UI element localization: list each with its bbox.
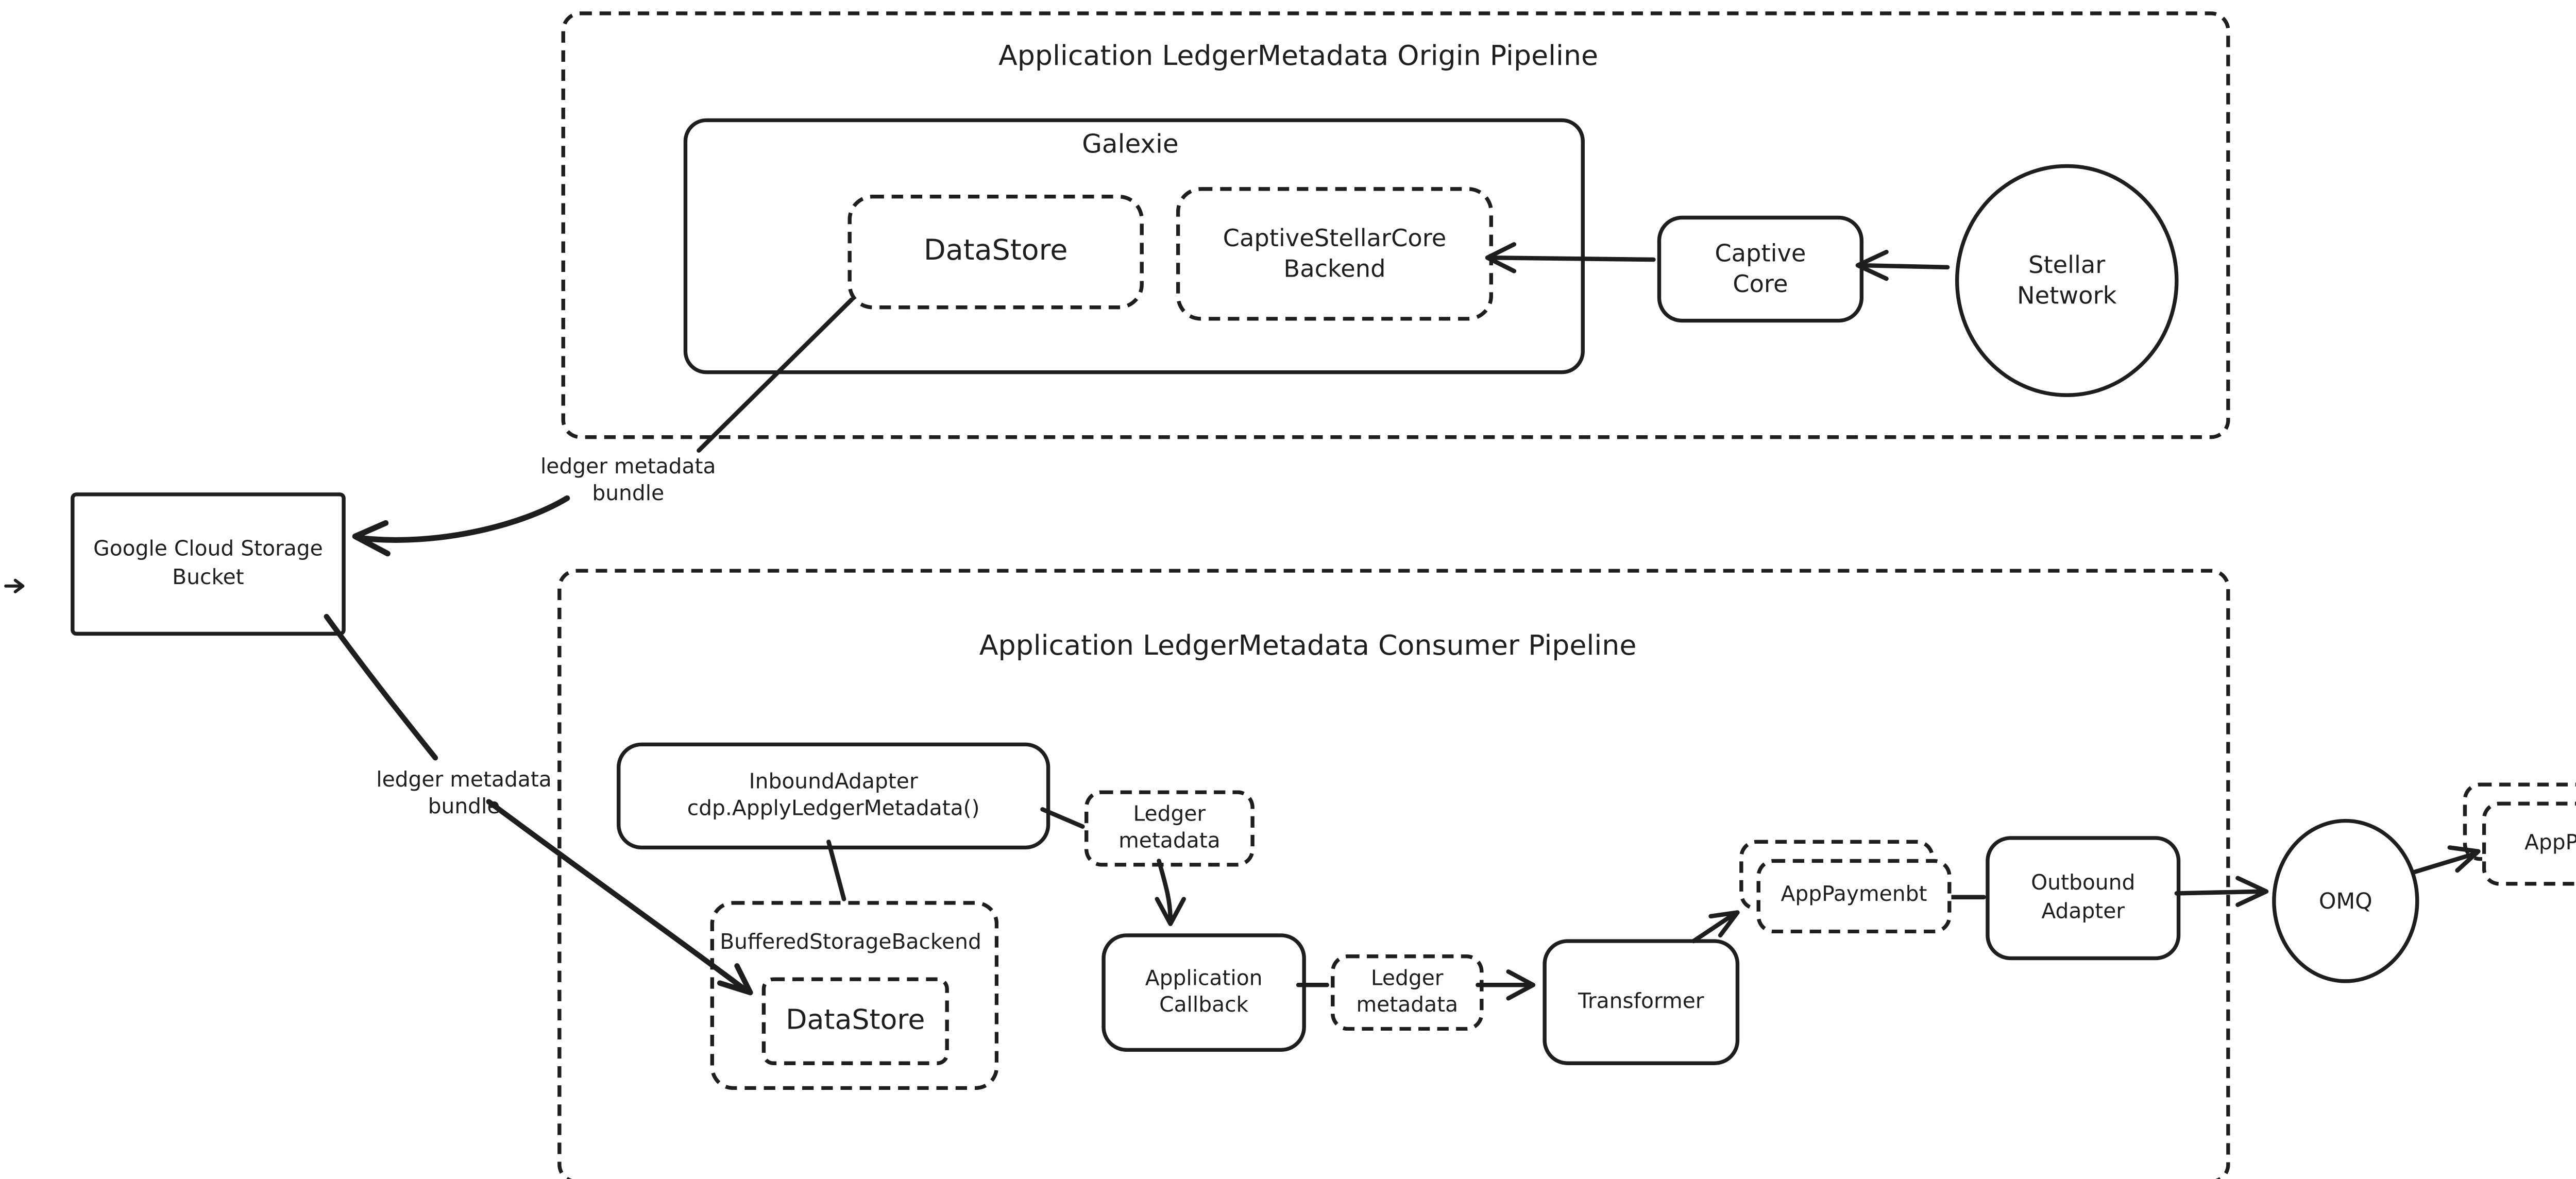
consumer-datastore-node: DataStore	[761, 977, 949, 1065]
consumer-bundle-edge-label: ledger metadata bundle	[376, 767, 552, 819]
connector-captive-core-to-backend	[1485, 242, 1656, 274]
captive-core-node: Captive Core	[1657, 215, 1864, 323]
app-paymenbt-queue-node: AppPaymenbt	[1756, 859, 1952, 934]
captive-core-label: Captive Core	[1715, 238, 1806, 298]
omq-label: OMQ	[2318, 886, 2372, 914]
connector-bundle-label-to-datastore-arrow	[486, 799, 753, 996]
origin-datastore-node: DataStore	[848, 195, 1144, 310]
connector-inbound-to-buffered-backend	[826, 840, 846, 901]
application-callback-label: Application Callback	[1145, 965, 1263, 1018]
connector-transformer-to-apppaymenbt	[1691, 910, 1740, 944]
connector-stellar-to-captive-core	[1855, 249, 1950, 281]
origin-datastore-label: DataStore	[923, 233, 1068, 268]
origin-bundle-edge-label: ledger metadata bundle	[540, 454, 716, 507]
buffered-storage-backend-container	[710, 901, 999, 1090]
connector-bundle-label-to-gcs-arrow	[352, 495, 570, 557]
application-callback-node: Application Callback	[1101, 933, 1306, 1052]
stray-arrow-icon	[4, 578, 25, 593]
ledger-metadata-out-node: Ledger metadata	[1084, 790, 1255, 867]
connector-outbound-to-omq	[2174, 876, 2269, 907]
ledger-metadata-mid-label: Ledger metadata	[1356, 965, 1459, 1018]
galexie-container	[683, 118, 1585, 374]
connector-ledger-metadata-to-transformer	[1476, 969, 1536, 1001]
consumer-pipeline-title: Application LedgerMetadata Consumer Pipe…	[979, 631, 1637, 662]
app-paymenbt-consumer-node: AppPaymenbt	[2482, 801, 2576, 886]
outbound-adapter-label: Outbound Adapter	[2031, 871, 2136, 923]
captive-stellar-core-backend-node: CaptiveStellarCore Backend	[1176, 187, 1494, 321]
gcs-bucket-node: Google Cloud Storage Bucket	[71, 492, 346, 636]
omq-node: OMQ	[2272, 818, 2419, 983]
transformer-node: Transformer	[1543, 939, 1740, 1065]
captive-stellar-core-backend-label: CaptiveStellarCore Backend	[1223, 223, 1447, 283]
ledger-metadata-mid-node: Ledger metadata	[1331, 954, 1484, 1031]
origin-pipeline-container	[561, 11, 2230, 439]
inbound-adapter-node: InboundAdapter cdp.ApplyLedgerMetadata()	[617, 742, 1050, 850]
consumer-pipeline-container	[557, 569, 2230, 1179]
buffered-storage-backend-title: BufferedStorageBackend	[720, 929, 981, 954]
ledger-metadata-out-label: Ledger metadata	[1118, 801, 1221, 853]
app-paymenbt-queue-label: AppPaymenbt	[1781, 882, 1927, 908]
gcs-bucket-label: Google Cloud Storage Bucket	[93, 537, 323, 589]
stellar-network-label: Stellar Network	[2016, 250, 2117, 310]
inbound-adapter-label: InboundAdapter cdp.ApplyLedgerMetadata()	[687, 769, 980, 821]
galexie-title: Galexie	[1082, 130, 1179, 161]
connector-gcs-to-bundle-label	[324, 613, 438, 761]
connector-datastore-to-bundle-label	[697, 297, 854, 453]
app-paymenbt-consumer-label: AppPaymenbt	[2524, 830, 2576, 856]
outbound-adapter-node: Outbound Adapter	[1986, 836, 2181, 961]
stellar-network-node: Stellar Network	[1955, 164, 2179, 397]
transformer-label: Transformer	[1578, 988, 1704, 1014]
origin-pipeline-title: Application LedgerMetadata Origin Pipeli…	[998, 42, 1599, 73]
connector-ledger-metadata-to-callback	[1155, 859, 1186, 926]
consumer-datastore-label: DataStore	[786, 1005, 925, 1036]
